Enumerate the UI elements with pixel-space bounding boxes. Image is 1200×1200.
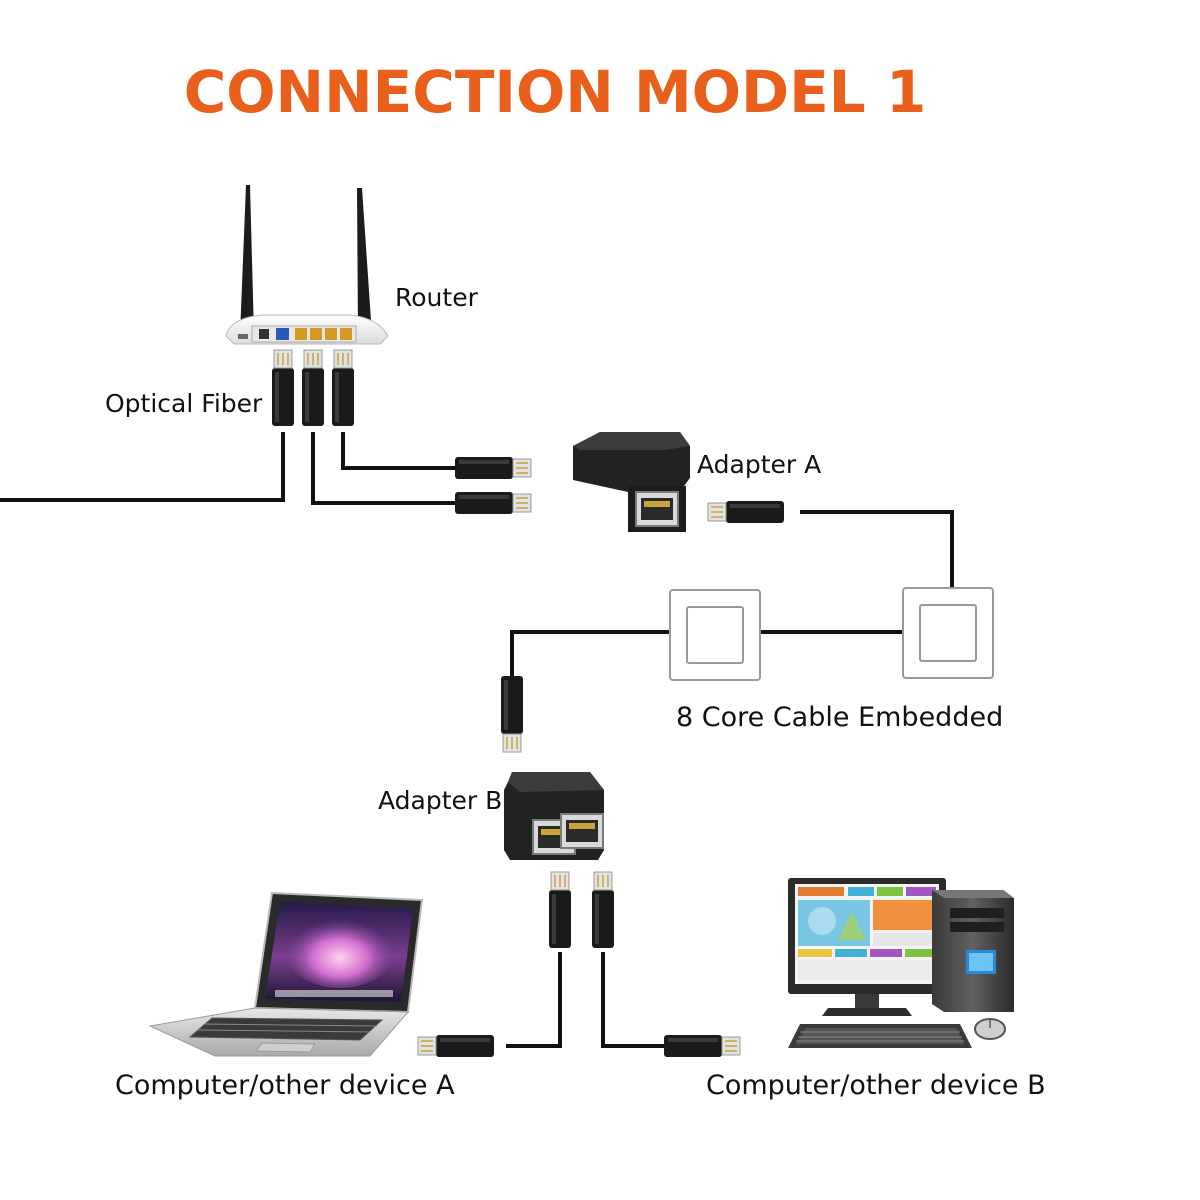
router-plug-3	[331, 349, 355, 427]
adapter-b-to-device-b-cable	[601, 952, 664, 1048]
adapter-b	[500, 675, 615, 949]
laptop-icon	[148, 891, 424, 1057]
wall-plate-left	[669, 589, 761, 681]
adapter-a-output-plug	[707, 500, 785, 524]
adapter-a-output-port	[635, 491, 679, 527]
device-a-plug	[417, 1034, 495, 1058]
adapter-a	[454, 432, 785, 532]
optical-fiber-cable	[0, 432, 285, 502]
adapter-a-input-plug-2	[454, 491, 532, 515]
adapter-b-output-plug-1	[548, 871, 572, 949]
router-antenna-left	[240, 185, 254, 335]
router-antenna-right	[357, 188, 372, 335]
router-to-adapter-a-cable-2	[341, 432, 455, 470]
adapter-b-port-2	[560, 813, 604, 849]
device-b-label: Computer/other device B	[706, 1070, 1046, 1101]
device-b-plug	[663, 1034, 741, 1058]
adapter-a-to-wall-cable	[800, 510, 954, 588]
core-cable-label: 8 Core Cable Embedded	[676, 702, 1003, 733]
router-plugs	[271, 349, 355, 427]
adapter-b-output-plug-2	[591, 871, 615, 949]
cables	[0, 432, 954, 1048]
device-a-label: Computer/other device A	[115, 1070, 455, 1101]
router-label: Router	[395, 283, 479, 312]
router-plug-1	[271, 349, 295, 427]
optical-fiber-label: Optical Fiber	[105, 389, 263, 418]
router-plug-2	[301, 349, 325, 427]
wall-to-adapter-b-cable	[510, 630, 670, 676]
desktop-computer-icon	[788, 878, 1014, 1048]
wall-plate-right	[902, 587, 994, 679]
router	[225, 185, 389, 345]
router-to-adapter-a-cable-1	[311, 432, 455, 505]
adapter-a-label: Adapter A	[697, 450, 821, 479]
adapter-b-to-device-a-cable	[506, 952, 562, 1048]
diagram-title: CONNECTION MODEL 1	[184, 58, 927, 126]
adapter-b-input-plug	[500, 675, 524, 753]
adapter-b-label: Adapter B	[378, 786, 502, 815]
adapter-a-input-plug-1	[454, 456, 532, 480]
